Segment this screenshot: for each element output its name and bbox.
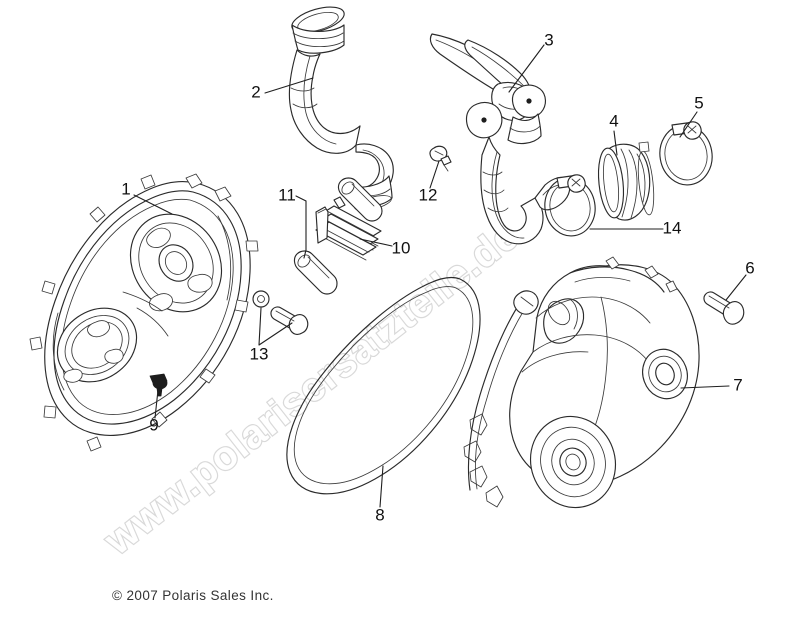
callout-10: 10 (392, 238, 411, 257)
callout-1: 1 (121, 179, 130, 198)
part-hose-clamp-upper (659, 121, 713, 186)
callout-4: 4 (609, 111, 618, 130)
part-drive-belt (286, 277, 481, 495)
callout-labels: 1 2 3 4 5 6 7 8 9 10 11 12 13 14 (121, 30, 754, 524)
part-inner-clutch-cover (463, 256, 700, 509)
part-dowel-pin (293, 177, 383, 295)
callout-13: 13 (250, 344, 269, 363)
callout-8: 8 (375, 505, 384, 524)
copyright-notice: © 2007 Polaris Sales Inc. (112, 588, 274, 603)
part-outer-clutch-cover (29, 173, 259, 452)
part-air-intake-scoop (429, 33, 571, 245)
part-threaded-insert-set (315, 196, 382, 261)
part-rubber-boot (597, 141, 655, 221)
part-cover-screw (703, 291, 745, 325)
callout-2: 2 (251, 82, 260, 101)
callout-5: 5 (694, 93, 703, 112)
callout-7: 7 (733, 375, 742, 394)
part-washer-and-bolt (252, 290, 309, 335)
callout-11: 11 (278, 185, 296, 204)
part-hose-clamp-lower (544, 174, 596, 237)
leader-lines (133, 44, 747, 508)
callout-9: 9 (149, 415, 158, 434)
part-scoop-bolt (429, 145, 452, 172)
callout-3: 3 (544, 30, 553, 49)
part-cover-rivet (149, 373, 168, 397)
callout-12: 12 (419, 185, 438, 204)
callout-14: 14 (663, 218, 682, 237)
callout-6: 6 (745, 258, 754, 277)
